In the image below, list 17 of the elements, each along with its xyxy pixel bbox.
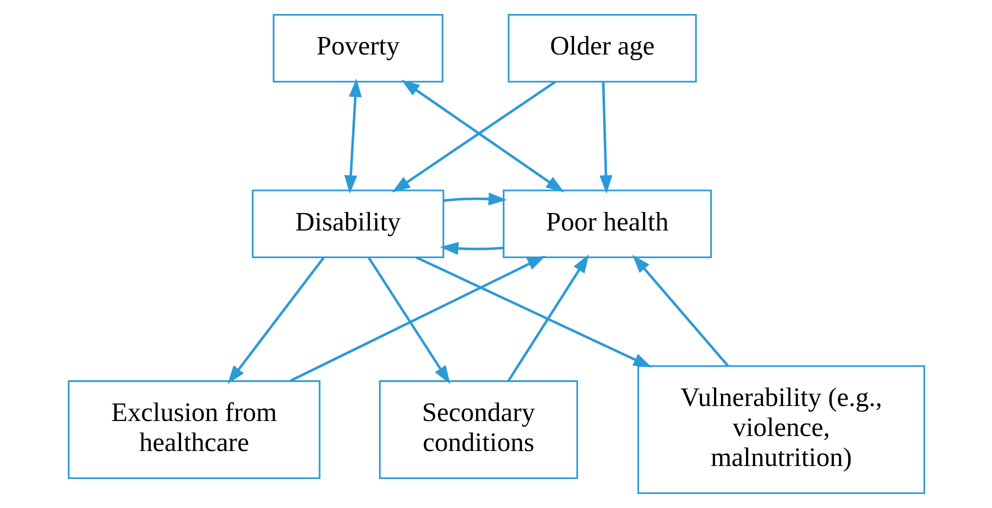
node-box: Vulnerability (e.g., violence, malnutrition) — [636, 365, 925, 494]
node-box: Poor health — [502, 190, 712, 258]
arrow — [506, 254, 588, 382]
node-box: Secondary conditions — [378, 380, 578, 479]
node-box: Exclusion from healthcare — [67, 380, 320, 479]
arrow — [439, 242, 503, 255]
arrow — [599, 82, 612, 194]
node-box: Poverty — [272, 14, 443, 83]
arrow — [227, 256, 324, 384]
arrow — [344, 78, 362, 194]
arrow — [289, 256, 546, 382]
node-box: Older age — [507, 14, 696, 83]
arrow — [632, 254, 728, 367]
arrow — [443, 192, 506, 206]
arrow — [367, 256, 450, 384]
node-box: Disability — [251, 190, 444, 258]
arrow — [415, 256, 652, 368]
